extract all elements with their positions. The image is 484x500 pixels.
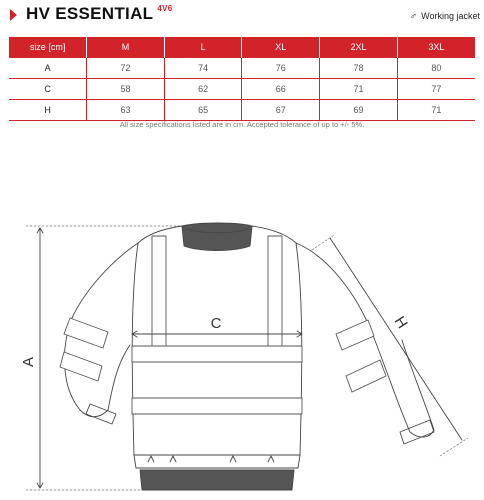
- column-header: L: [163, 37, 242, 58]
- product-type: ♂Working jacket: [410, 11, 480, 22]
- table-cell: 65: [163, 99, 242, 121]
- table-cell: 66: [241, 78, 320, 100]
- table-cell: 80: [396, 57, 475, 79]
- table-header-row: size [cm] M L XL 2XL 3XL: [9, 37, 475, 58]
- chevron-right-icon: [10, 9, 17, 21]
- dimension-h-label: H: [391, 313, 411, 331]
- dimension-a-label: A: [20, 357, 37, 367]
- table-row: H 63 65 67 69 71: [9, 99, 475, 121]
- row-label: H: [9, 99, 87, 121]
- table-cell: 74: [163, 57, 242, 79]
- table-row: C 58 62 66 71 77: [9, 78, 475, 100]
- table-cell: 58: [86, 78, 165, 100]
- table-cell: 63: [86, 99, 165, 121]
- table-cell: 69: [319, 99, 398, 121]
- row-label: A: [9, 57, 87, 79]
- table-cell: 67: [241, 99, 320, 121]
- table-cell: 77: [396, 78, 475, 100]
- column-header: 2XL: [319, 37, 398, 58]
- column-header: M: [86, 37, 165, 58]
- table-row: A 72 74 76 78 80: [9, 57, 475, 79]
- table-cell: 76: [241, 57, 320, 79]
- jacket-outline: [64, 222, 435, 491]
- size-table: size [cm] M L XL 2XL 3XL A 72 74 76 78 8…: [9, 37, 475, 121]
- reflective-stripes: [59, 235, 387, 415]
- dimension-a-line: [36, 227, 44, 489]
- column-header: XL: [241, 37, 320, 58]
- table-cell: 72: [86, 57, 165, 79]
- table-cell: 71: [396, 99, 475, 121]
- column-header: size [cm]: [9, 37, 87, 58]
- column-header: 3XL: [396, 37, 475, 58]
- product-code: 4V6: [157, 4, 173, 13]
- table-cell: 78: [319, 57, 398, 79]
- table-cell: 62: [163, 78, 242, 100]
- reference-lines: [25, 225, 197, 491]
- size-note: All size specifications listed are in cm…: [119, 120, 365, 129]
- dimension-h-line: [311, 234, 469, 457]
- dimension-c-line: [131, 330, 303, 338]
- male-icon: ♂: [409, 11, 418, 22]
- product-name: HV ESSENTIAL: [26, 4, 154, 23]
- table-cell: 71: [319, 78, 398, 100]
- product-type-label: Working jacket: [421, 11, 480, 21]
- dimension-c-label: C: [211, 315, 222, 332]
- jacket-diagram: A H: [20, 222, 469, 491]
- row-label: C: [9, 78, 87, 100]
